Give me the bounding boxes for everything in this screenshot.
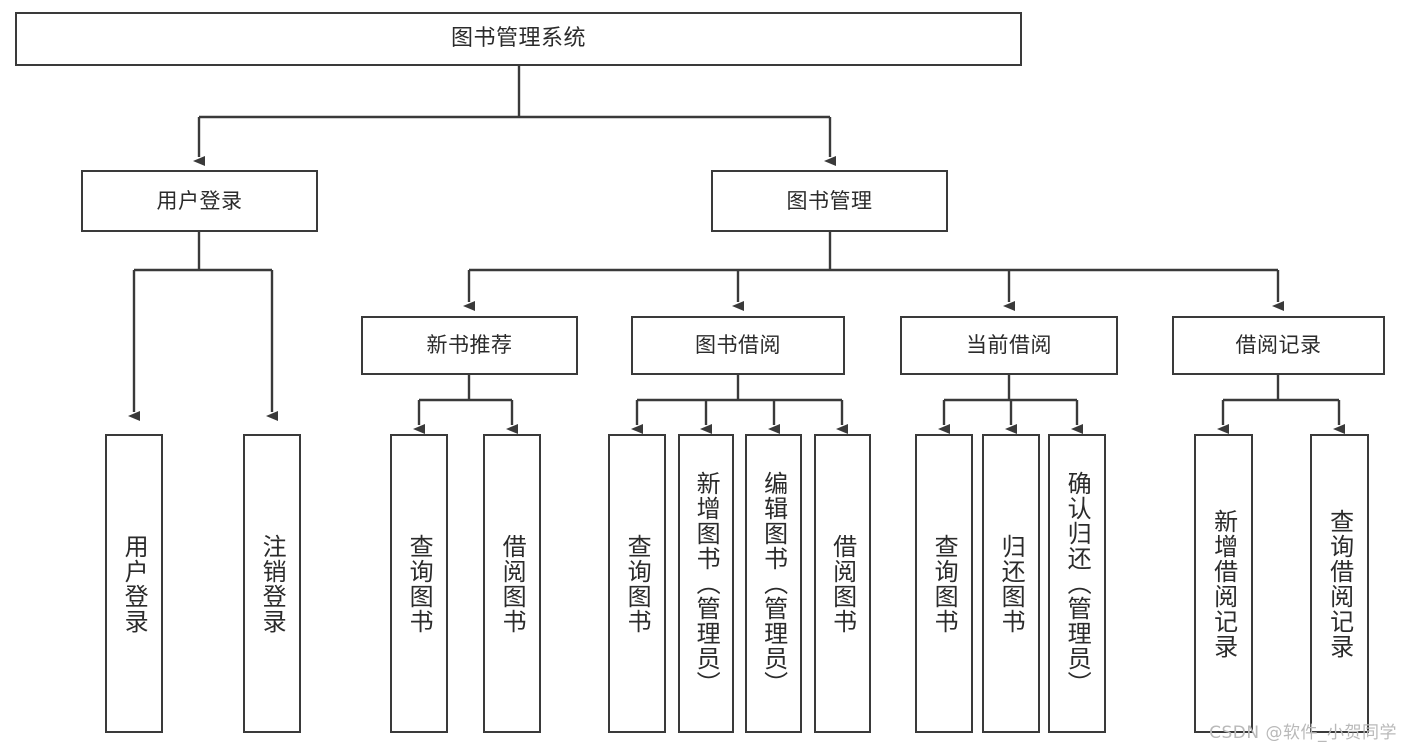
node-leaf-query-record[interactable]: 查询借阅记录: [1310, 434, 1369, 733]
node-leaf-edit-book-label: 编辑图书（管理员）: [759, 471, 788, 696]
node-leaf-logout[interactable]: 注销登录: [243, 434, 301, 733]
node-leaf-add-book-label: 新增图书（管理员）: [692, 471, 721, 696]
node-leaf-confirm-return[interactable]: 确认归还（管理员）: [1048, 434, 1106, 733]
node-book-borrow[interactable]: 图书借阅: [631, 316, 845, 375]
node-current-borrow[interactable]: 当前借阅: [900, 316, 1118, 375]
node-leaf-query-book-2-label: 查询图书: [623, 533, 652, 634]
node-user-login-label: 用户登录: [156, 188, 243, 213]
node-leaf-logout-label: 注销登录: [258, 533, 287, 634]
node-leaf-return-book-label: 归还图书: [997, 533, 1026, 634]
node-root[interactable]: 图书管理系统: [15, 12, 1022, 66]
node-user-login[interactable]: 用户登录: [81, 170, 318, 232]
node-leaf-query-book-1-label: 查询图书: [405, 533, 434, 634]
csdn-watermark: CSDN @软件_小贺同学: [1209, 723, 1397, 743]
node-leaf-query-book-3-label: 查询图书: [930, 533, 959, 634]
node-leaf-query-book-3[interactable]: 查询图书: [915, 434, 973, 733]
node-book-manage-label: 图书管理: [786, 188, 873, 213]
node-leaf-borrow-book-1-label: 借阅图书: [498, 533, 527, 634]
node-leaf-query-record-label: 查询借阅记录: [1325, 508, 1354, 659]
node-borrow-record[interactable]: 借阅记录: [1172, 316, 1385, 375]
node-leaf-add-record[interactable]: 新增借阅记录: [1194, 434, 1253, 733]
node-leaf-query-book-2[interactable]: 查询图书: [608, 434, 666, 733]
node-leaf-borrow-book-1[interactable]: 借阅图书: [483, 434, 541, 733]
node-leaf-user-login-label: 用户登录: [120, 533, 149, 634]
node-leaf-return-book[interactable]: 归还图书: [982, 434, 1040, 733]
node-leaf-edit-book[interactable]: 编辑图书（管理员）: [745, 434, 802, 733]
node-root-label: 图书管理系统: [450, 26, 586, 52]
node-leaf-borrow-book-2-label: 借阅图书: [828, 533, 857, 634]
node-new-book-rec[interactable]: 新书推荐: [361, 316, 578, 375]
node-leaf-user-login[interactable]: 用户登录: [105, 434, 163, 733]
node-leaf-add-record-label: 新增借阅记录: [1209, 508, 1238, 659]
node-new-book-rec-label: 新书推荐: [426, 333, 513, 358]
node-current-borrow-label: 当前借阅: [966, 333, 1052, 358]
node-leaf-borrow-book-2[interactable]: 借阅图书: [814, 434, 871, 733]
node-leaf-query-book-1[interactable]: 查询图书: [390, 434, 448, 733]
node-book-borrow-label: 图书借阅: [695, 333, 781, 358]
node-leaf-confirm-return-label: 确认归还（管理员）: [1063, 471, 1092, 696]
node-book-manage[interactable]: 图书管理: [711, 170, 948, 232]
node-borrow-record-label: 借阅记录: [1235, 333, 1322, 358]
node-leaf-add-book[interactable]: 新增图书（管理员）: [678, 434, 734, 733]
